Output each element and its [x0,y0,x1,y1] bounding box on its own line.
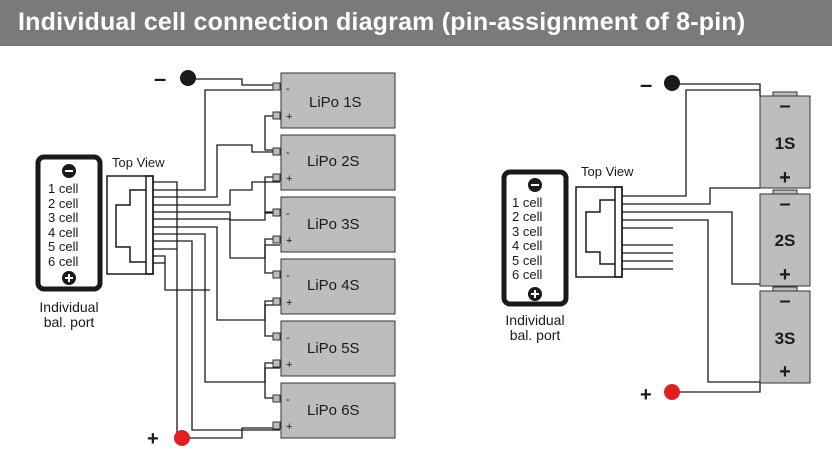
battery-5-label: LiPo 5S [307,340,360,357]
left-main-plus-sign: + [147,428,159,450]
left-battery-6: - + LiPo 6S [272,382,396,439]
right-cell-3s: – 3S + [759,286,811,384]
left-port-cell-1: 1 cell [48,181,78,196]
battery-3-minus: - [286,208,290,220]
battery-2-label: LiPo 2S [307,153,360,170]
battery-4-label: LiPo 4S [307,277,360,294]
right-cell-1s: – 1S + [759,91,811,189]
left-port-cell-3: 3 cell [48,210,78,225]
right-port-cell-3: 3 cell [512,224,542,239]
left-main-minus-sign: – [154,66,166,91]
battery-6-plus: + [286,421,292,433]
left-wires [153,78,280,439]
left-battery-5: - + LiPo 5S [272,320,396,377]
left-port-cell-4: 4 cell [48,225,78,240]
left-battery-2: - + LiPo 2S [272,134,396,191]
left-port-cell-5: 5 cell [48,239,78,254]
left-connector [106,175,154,275]
left-battery-1: - + LiPo 1S [272,72,396,129]
cell-2s-minus: – [779,193,790,215]
right-main-minus-sign: – [640,72,652,97]
battery-6-label: LiPo 6S [307,402,360,419]
right-cell-2s: – 2S + [759,189,811,287]
left-main-positive-terminal [174,430,190,446]
left-port-caption-2: bal. port [44,314,95,330]
cell-3s-plus: + [779,361,791,383]
right-port-cell-4: 4 cell [512,238,542,253]
right-port-cell-2: 2 cell [512,209,542,224]
right-main-plus-sign: + [640,384,652,406]
right-connector [575,186,623,278]
left-main-negative-terminal [180,70,196,86]
left-battery-3: - + LiPo 3S [272,196,396,253]
right-port-caption-2: bal. port [510,327,561,343]
left-top-view-label: Top View [112,155,165,170]
cell-2s-label: 2S [775,231,796,250]
battery-5-minus: - [286,332,290,344]
right-top-view-label: Top View [581,164,634,179]
battery-4-minus: - [286,270,290,282]
right-balance-port: 1 cell 2 cell 3 cell 4 cell 5 cell 6 cel… [501,169,569,307]
battery-1-label: LiPo 1S [309,94,362,111]
right-port-cell-1: 1 cell [512,195,542,210]
right-diagram: 1 cell 2 cell 3 cell 4 cell 5 cell 6 cel… [501,72,811,406]
battery-2-plus: + [286,173,292,185]
cell-3s-label: 3S [775,329,796,348]
page-title: Individual cell connection diagram (pin-… [18,8,746,36]
battery-4-plus: + [286,297,292,309]
battery-3-plus: + [286,235,292,247]
right-port-cell-6: 6 cell [512,267,542,282]
battery-6-minus: - [286,394,290,406]
left-battery-4: - + LiPo 4S [272,258,396,315]
battery-5-plus: + [286,359,292,371]
right-main-negative-terminal [664,75,680,91]
cell-1s-minus: – [779,95,790,117]
battery-2-minus: - [286,147,290,159]
left-diagram: 1 cell 2 cell 3 cell 4 cell 5 cell 6 cel… [35,66,396,450]
left-port-cell-6: 6 cell [48,254,78,269]
cell-1s-label: 1S [775,134,796,153]
cell-1s-plus: + [779,167,791,189]
cell-2s-plus: + [779,264,791,286]
right-port-cell-5: 5 cell [512,253,542,268]
left-port-cell-2: 2 cell [48,196,78,211]
right-main-positive-terminal [664,384,680,400]
right-port-caption-1: Individual [505,312,564,328]
battery-1-minus: - [286,83,290,95]
battery-1-plus: + [286,111,292,123]
left-port-caption-1: Individual [39,299,98,315]
cell-3s-minus: – [779,290,790,312]
left-balance-port: 1 cell 2 cell 3 cell 4 cell 5 cell 6 cel… [35,154,103,292]
battery-3-label: LiPo 3S [307,216,360,233]
right-wires [622,83,761,393]
title-bar: Individual cell connection diagram (pin-… [0,0,832,46]
